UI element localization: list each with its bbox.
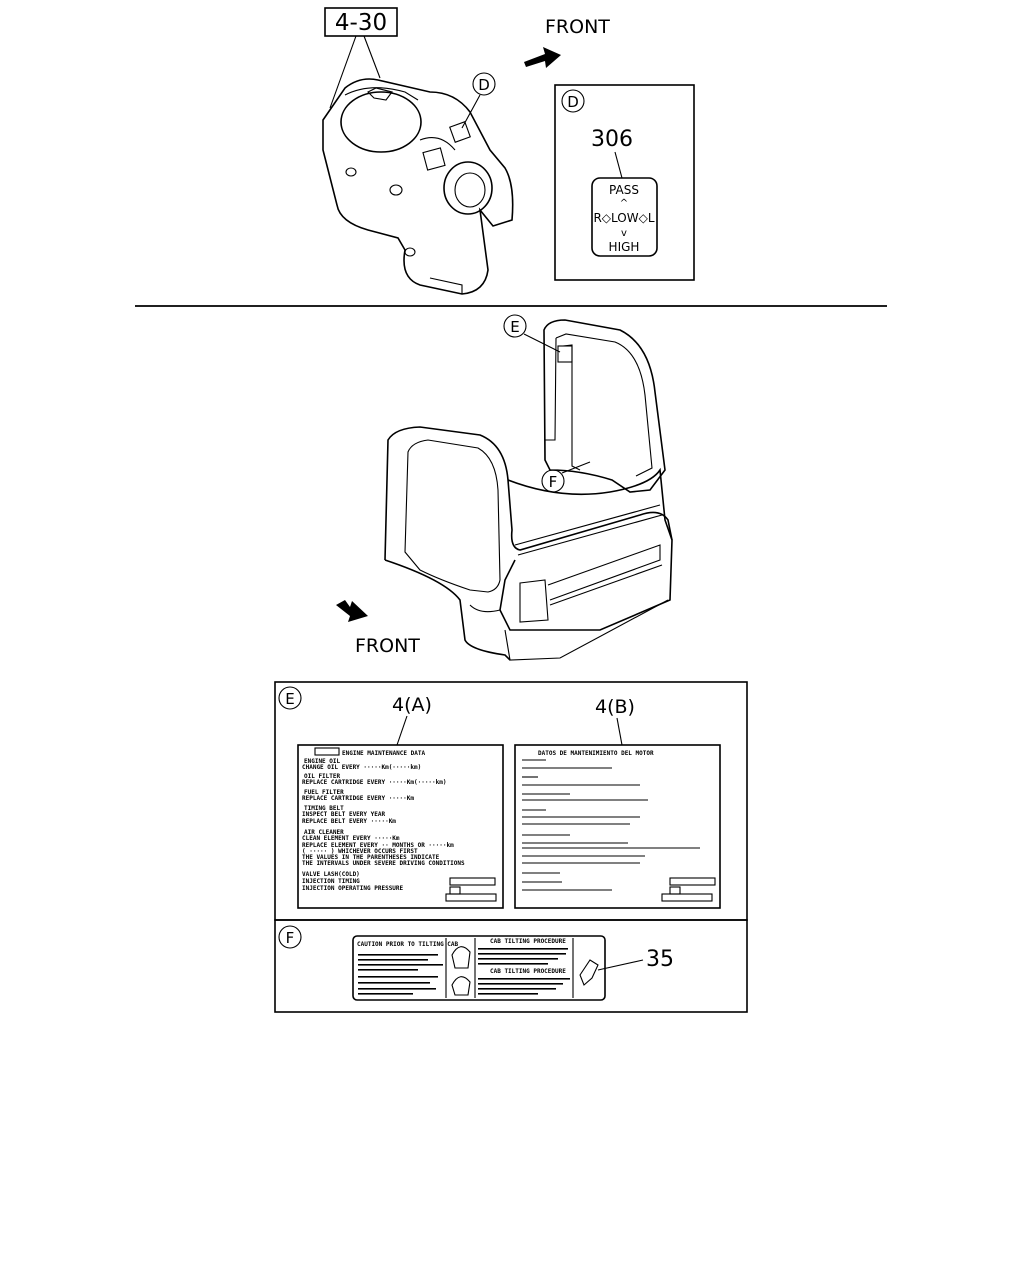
label-4a-title: ENGINE MAINTENANCE DATA <box>342 750 425 757</box>
label-4a-line: REPLACE CARTRIDGE EVERY ·····Km(·····km) <box>302 779 447 786</box>
front-label-top: FRONT <box>545 16 610 38</box>
label-4a-line: THE INTERVALS UNDER SEVERE DRIVING CONDI… <box>302 860 465 867</box>
svg-text:v: v <box>621 228 627 239</box>
label-4a-line: CHANGE OIL EVERY ·····Km(·····km) <box>302 764 421 771</box>
label-4a-line: INJECTION OPERATING PRESSURE <box>302 885 404 892</box>
detail-e-circle <box>278 686 302 710</box>
callout-f-circle <box>541 469 565 493</box>
switch-assembly-drawing: 4-30 D <box>322 7 514 295</box>
callout-d-circle <box>472 72 496 96</box>
callout-f-label: F <box>549 473 558 491</box>
detail-e-panel: E 4(A) 4(B) ENGINE MAINTENANCE DATA ENGI… <box>274 681 748 921</box>
label-35-right-title-2: CAB TILTING PROCEDURE <box>490 968 566 975</box>
label-4a-line: CLEAN ELEMENT EVERY ·····Km <box>302 835 400 842</box>
engine-maintenance-label-es: DATOS DE MANTENIMIENTO DEL MOTOR <box>514 744 721 909</box>
label-4a-line: REPLACE BELT EVERY ·····Km <box>302 818 396 825</box>
label-4a-line: THE VALUES IN THE PARENTHESES INDICATE <box>302 854 440 861</box>
callout-e-circle <box>503 314 527 338</box>
detail-d-circle <box>561 89 585 113</box>
callout-e-label: E <box>510 318 519 336</box>
label-4a-line: FUEL FILTER <box>304 789 344 796</box>
front-arrow-bottom: FRONT <box>336 600 420 657</box>
label-4a-line: ( ····· ) WHICHEVER OCCURS FIRST <box>302 848 418 855</box>
label-4a-line: INSPECT BELT EVERY YEAR <box>302 811 385 818</box>
cab-tilt-caution-label: CAUTION PRIOR TO TILTING CAB CAB TILTING… <box>352 935 606 1001</box>
part-306-label: 306 <box>591 127 633 152</box>
detail-f-label: F <box>286 929 295 947</box>
label-4a-line: AIR CLEANER <box>304 829 344 836</box>
part-4a-label: 4(A) <box>392 694 432 716</box>
label-4a-line: OIL FILTER <box>304 773 341 780</box>
switch-pass-text: PASS <box>609 183 639 197</box>
label-4a-line: REPLACE ELEMENT EVERY ·· MONTHS OR ·····… <box>302 842 454 849</box>
callout-d-label: D <box>478 76 490 94</box>
label-4a-line: TIMING BELT <box>304 805 344 812</box>
detail-f-circle <box>278 925 302 949</box>
label-4a-line: REPLACE CARTRIDGE EVERY ·····Km <box>302 795 414 802</box>
engine-maintenance-label-en: ENGINE MAINTENANCE DATA ENGINE OILCHANGE… <box>297 744 504 909</box>
label-4a-line: INJECTION TIMING <box>302 878 360 885</box>
front-label-bottom: FRONT <box>355 635 420 657</box>
front-arrow-top: FRONT <box>524 16 610 68</box>
part-4b-label: 4(B) <box>595 696 635 718</box>
ref-4-30-label: 4-30 <box>335 10 387 36</box>
detail-d-panel: D 306 PASS ^ R◇LOW◇L v HIGH <box>554 84 695 281</box>
detail-f-panel: F CAUTION PRIOR TO TILTING CAB CAB TILTI… <box>274 919 748 1013</box>
detail-e-label: E <box>285 690 294 708</box>
label-4a-line: VALVE LASH(COLD) <box>302 871 360 878</box>
label-35-right-title-1: CAB TILTING PROCEDURE <box>490 938 566 945</box>
switch-low-text: R◇LOW◇L <box>593 211 654 225</box>
ref-4-30-box <box>324 7 398 37</box>
dimmer-switch-label <box>591 177 658 257</box>
part-35-label: 35 <box>646 947 674 972</box>
svg-text:^: ^ <box>620 198 628 209</box>
cab-drawing: F E <box>384 314 673 661</box>
switch-high-text: HIGH <box>609 240 640 254</box>
label-4b-title: DATOS DE MANTENIMIENTO DEL MOTOR <box>538 750 654 757</box>
label-35-left-title: CAUTION PRIOR TO TILTING CAB <box>357 941 459 948</box>
label-4a-line: ENGINE OIL <box>304 758 341 765</box>
detail-d-label: D <box>567 93 579 111</box>
